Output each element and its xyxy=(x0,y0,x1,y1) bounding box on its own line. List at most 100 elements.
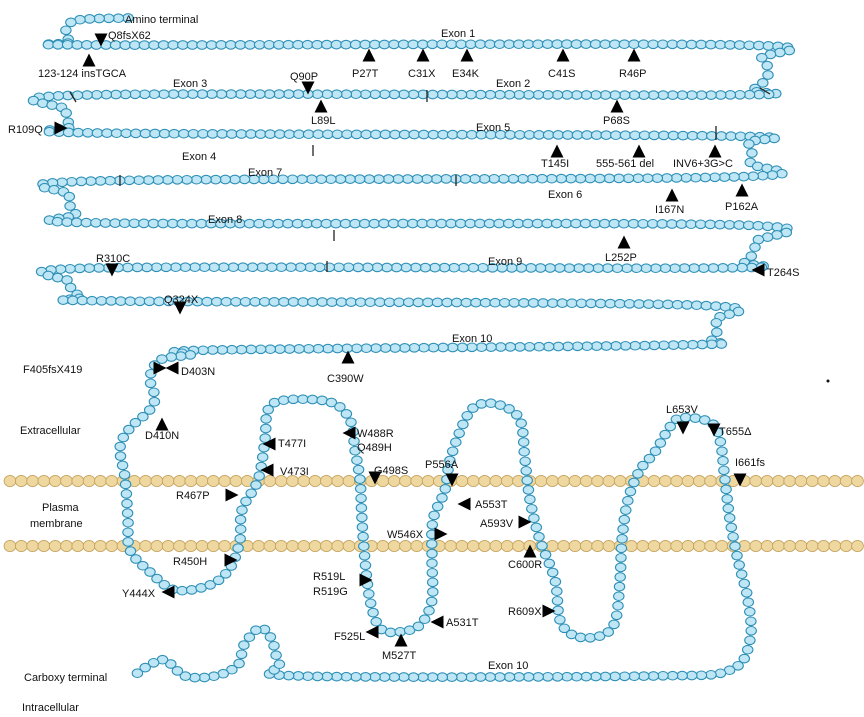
residue-bead xyxy=(235,649,248,660)
residue-bead xyxy=(552,341,565,352)
residue-bead xyxy=(359,89,372,100)
residue-bead xyxy=(429,262,441,273)
residue-bead xyxy=(61,39,74,50)
residue-bead xyxy=(533,531,545,542)
residue-bead xyxy=(551,39,563,49)
residue-bead xyxy=(392,174,404,184)
residue-bead xyxy=(659,263,672,274)
residue-bead xyxy=(470,297,482,308)
mutation-marker-triangle xyxy=(735,183,749,197)
residue-bead xyxy=(426,577,439,588)
residue-bead xyxy=(418,614,431,625)
residue-bead xyxy=(397,218,409,229)
residue-bead xyxy=(659,429,671,440)
mutation-marker-triangle xyxy=(94,33,108,47)
residue-bead xyxy=(378,672,391,682)
residue-bead xyxy=(114,441,126,452)
residue-bead xyxy=(513,39,525,50)
membrane-bead xyxy=(805,474,819,488)
residue-bead xyxy=(715,131,728,141)
residue-bead xyxy=(724,90,737,100)
mutation-marker-triangle xyxy=(617,235,631,249)
residue-bead xyxy=(641,173,654,184)
mutation-marker-triangle xyxy=(82,53,96,67)
residue-bead xyxy=(320,218,333,229)
residue-bead xyxy=(254,129,267,139)
residue-bead xyxy=(446,672,458,682)
residue-bead xyxy=(54,264,67,275)
residue-bead xyxy=(264,344,277,355)
residue-bead xyxy=(75,176,88,187)
residue-bead xyxy=(579,218,592,229)
residue-bead xyxy=(686,90,698,100)
residue-bead xyxy=(513,89,525,100)
residue-bead xyxy=(580,39,592,49)
membrane-bead xyxy=(591,539,604,553)
residue-bead xyxy=(610,341,622,351)
residue-bead xyxy=(323,262,336,273)
residue-bead xyxy=(186,40,199,50)
residue-bead xyxy=(283,129,296,140)
membrane-bead xyxy=(851,539,864,553)
membrane-bead xyxy=(625,539,638,553)
mutation-label: R310C xyxy=(96,253,130,265)
residue-bead xyxy=(736,262,748,273)
residue-bead xyxy=(239,296,252,307)
residue-bead xyxy=(474,672,487,682)
residue-bead xyxy=(274,129,286,139)
residue-bead xyxy=(331,129,344,140)
residue-bead xyxy=(532,672,544,682)
mutation-marker-triangle xyxy=(368,471,382,485)
residue-bead xyxy=(758,134,771,145)
residue-bead xyxy=(360,129,372,140)
residue-bead xyxy=(351,455,363,466)
residue-bead xyxy=(374,297,386,308)
membrane-bead xyxy=(207,539,220,553)
residue-bead xyxy=(143,296,156,307)
residue-bead xyxy=(638,90,650,100)
residue-bead xyxy=(604,298,617,309)
membrane-bead xyxy=(173,474,186,488)
membrane-bead xyxy=(636,539,650,553)
residue-bead xyxy=(134,296,146,307)
residue-bead xyxy=(368,218,381,229)
membrane-bead xyxy=(568,474,582,488)
residue-bead xyxy=(243,632,256,643)
residue-bead xyxy=(178,128,190,139)
residue-bead xyxy=(200,174,212,185)
residue-bead xyxy=(448,262,460,273)
residue-bead xyxy=(556,298,569,308)
residue-bead xyxy=(714,436,727,447)
membrane-bead xyxy=(320,539,333,553)
residue-bead xyxy=(64,201,76,211)
residue-bead xyxy=(145,368,157,379)
residue-bead xyxy=(561,90,573,100)
residue-bead xyxy=(479,297,492,308)
residue-bead xyxy=(519,456,531,467)
residue-bead xyxy=(302,129,315,140)
residue-bead xyxy=(394,626,406,637)
exon-label: Exon 7 xyxy=(248,167,282,179)
residue-bead xyxy=(349,445,361,456)
residue-bead xyxy=(62,127,75,138)
residue-bead xyxy=(705,90,717,100)
residue-bead xyxy=(225,40,237,50)
residue-bead xyxy=(727,531,739,542)
residue-bead xyxy=(64,282,77,293)
residue-bead xyxy=(530,522,543,533)
residue-bead xyxy=(603,173,616,184)
residue-bead xyxy=(474,39,487,50)
residue-bead xyxy=(426,567,439,578)
residue-bead xyxy=(397,39,410,50)
residue-bead xyxy=(592,263,604,273)
residue-bead xyxy=(60,108,72,118)
membrane-bead xyxy=(60,539,73,553)
residue-bead xyxy=(124,546,137,556)
membrane-bead xyxy=(421,474,435,488)
residue-bead xyxy=(723,513,736,523)
residue-bead xyxy=(542,90,554,100)
residue-bead xyxy=(485,398,497,409)
residue-bead xyxy=(234,514,247,525)
residue-bead xyxy=(179,671,192,681)
membrane-bead xyxy=(410,539,424,553)
